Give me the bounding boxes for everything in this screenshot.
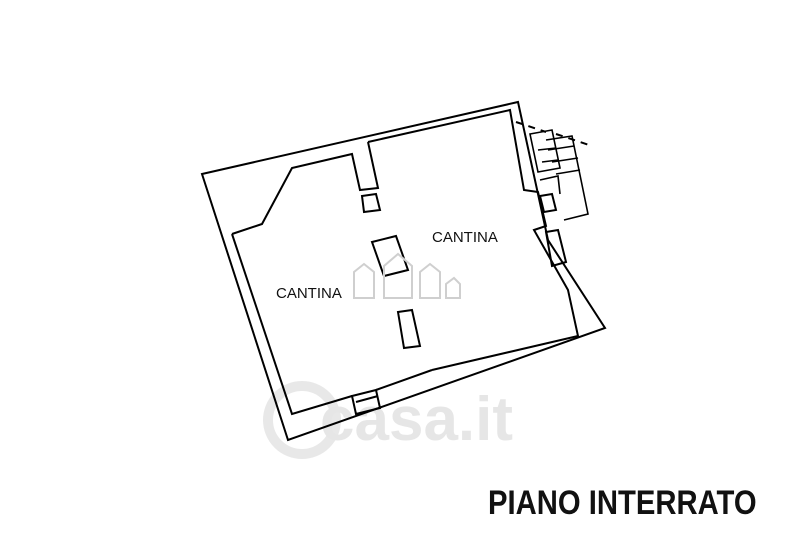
outer-wall	[200, 100, 607, 442]
door-swing-lines	[515, 121, 593, 147]
floor-title: PIANO INTERRATO	[488, 484, 757, 522]
watermark-logo-icon	[263, 381, 341, 459]
entrance-steps	[529, 129, 589, 221]
room-label-right: CANTINA	[432, 229, 498, 246]
inner-walls	[231, 108, 580, 416]
watermark: casa.it	[263, 381, 513, 459]
watermark-buildings-icon	[353, 252, 461, 299]
room-label-left: CANTINA	[276, 285, 342, 302]
